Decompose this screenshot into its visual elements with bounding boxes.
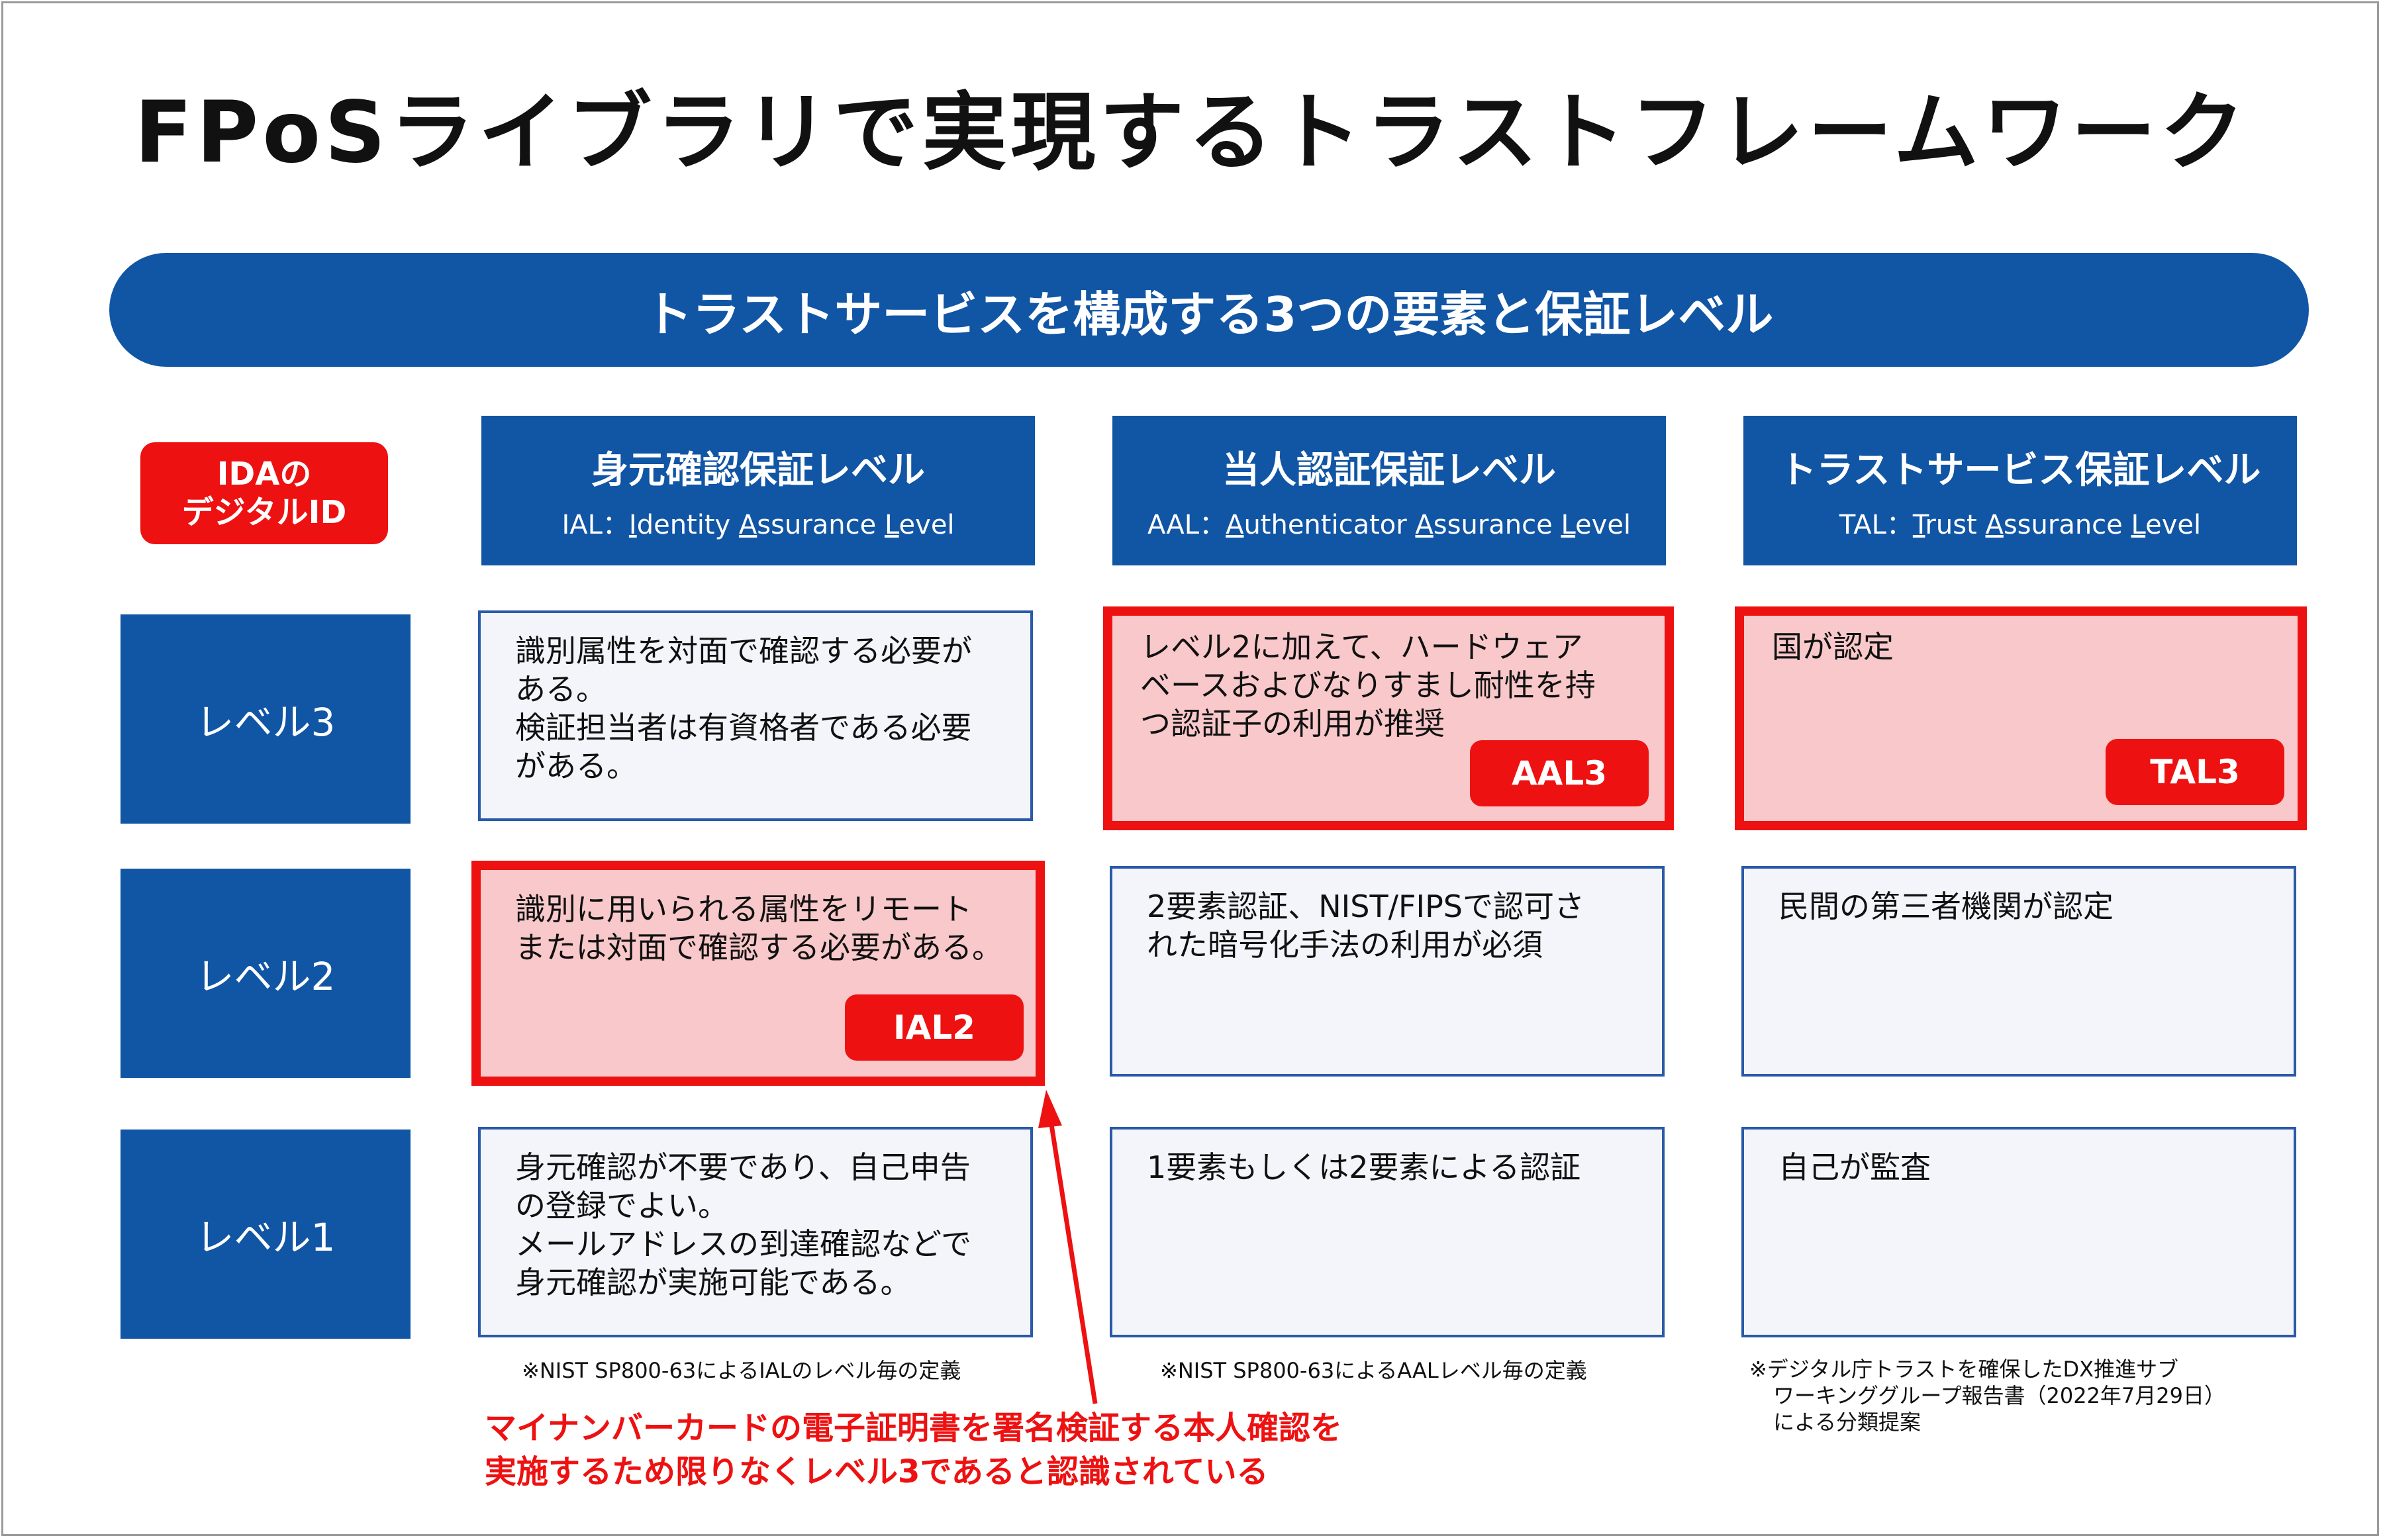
- column-title: 身元確認保証レベル: [591, 448, 925, 492]
- badge-aal3: AAL3: [1470, 740, 1649, 806]
- ida-line1: IDAの: [217, 456, 312, 493]
- cell-aal-level3: レベル2に加えて、ハードウェアベースおよびなりすまし耐性を持つ認証子の利用が推奨…: [1103, 606, 1674, 830]
- cell-aal-level2: 2要素認証、NIST/FIPSで認可された暗号化手法の利用が必須: [1110, 866, 1665, 1077]
- badge-tal3: TAL3: [2106, 739, 2284, 805]
- cell-text: 識別に用いられる属性をリモートまたは対面で確認する必要がある。: [515, 891, 1002, 965]
- section-banner: トラストサービスを構成する3つの要素と保証レベル: [109, 253, 2309, 367]
- column-title: 当人認証保証レベル: [1222, 448, 1556, 492]
- cell-text: 1要素もしくは2要素による認証: [1147, 1149, 1581, 1185]
- cell-aal-level1: 1要素もしくは2要素による認証: [1110, 1127, 1665, 1337]
- arrow-line: [1047, 1116, 1098, 1404]
- cell-tal-level2: 民間の第三者機関が認定: [1741, 866, 2296, 1077]
- column-header-ial: 身元確認保証レベル IAL：Identity Assurance Level: [481, 416, 1035, 565]
- note-ial: ※NIST SP800-63によるIALのレベル毎の定義: [522, 1358, 961, 1383]
- red-annotation: マイナンバーカードの電子証明書を署名検証する本人確認を 実施するため限りなくレベ…: [485, 1410, 1343, 1490]
- cell-tal-level3: 国が認定 TAL3: [1735, 606, 2307, 830]
- cell-text: 識別属性を対面で確認する必要がある。検証担当者は有資格者である必要がある。: [515, 633, 972, 784]
- note-tal: ※デジタル庁トラストを確保したDX推進サブ ワーキンググループ報告書（2022年…: [1749, 1357, 2225, 1435]
- column-title: トラストサービス保証レベル: [1779, 448, 2261, 492]
- cell-text: レベル2に加えて、ハードウェアベースおよびなりすまし耐性を持つ認証子の利用が推奨: [1140, 629, 1596, 742]
- row-header-level1: レベル1: [121, 1130, 411, 1339]
- cell-tal-level1: 自己が監査: [1741, 1127, 2296, 1337]
- cell-ial-level1: 身元確認が不要であり、自己申告の登録でよい。メールアドレスの到達確認などで身元確…: [478, 1127, 1033, 1337]
- cell-text: 国が認定: [1772, 629, 1894, 665]
- cell-text: 2要素認証、NIST/FIPSで認可された暗号化手法の利用が必須: [1147, 889, 1585, 963]
- cell-text: 身元確認が不要であり、自己申告の登録でよい。メールアドレスの到達確認などで身元確…: [515, 1149, 972, 1300]
- column-subtitle: TAL：Trust Assurance Level: [1839, 509, 2202, 540]
- column-subtitle: IAL：Identity Assurance Level: [561, 509, 955, 540]
- column-subtitle: AAL：Authenticator Assurance Level: [1147, 509, 1631, 540]
- ida-digital-id-label: IDAの デジタルID: [140, 442, 388, 544]
- page-title: FPoSライブラリで実現するトラストフレームワーク: [134, 83, 2249, 182]
- ida-line2: デジタルID: [181, 494, 347, 531]
- cell-text: 自己が監査: [1778, 1149, 1931, 1185]
- column-header-tal: トラストサービス保証レベル TAL：Trust Assurance Level: [1743, 416, 2297, 565]
- banner-text: トラストサービスを構成する3つの要素と保証レベル: [644, 286, 1774, 342]
- note-aal: ※NIST SP800-63によるAALレベル毎の定義: [1160, 1358, 1587, 1383]
- arrow-head: [1038, 1090, 1062, 1128]
- badge-ial2: IAL2: [845, 994, 1024, 1061]
- cell-ial-level2: 識別に用いられる属性をリモートまたは対面で確認する必要がある。 IAL2: [471, 861, 1045, 1086]
- column-header-aal: 当人認証保証レベル AAL：Authenticator Assurance Le…: [1112, 416, 1666, 565]
- row-header-level2: レベル2: [121, 869, 411, 1078]
- cell-ial-level3: 識別属性を対面で確認する必要がある。検証担当者は有資格者である必要がある。: [478, 610, 1033, 821]
- cell-text: 民間の第三者機関が認定: [1778, 889, 2114, 924]
- row-header-level3: レベル3: [121, 614, 411, 824]
